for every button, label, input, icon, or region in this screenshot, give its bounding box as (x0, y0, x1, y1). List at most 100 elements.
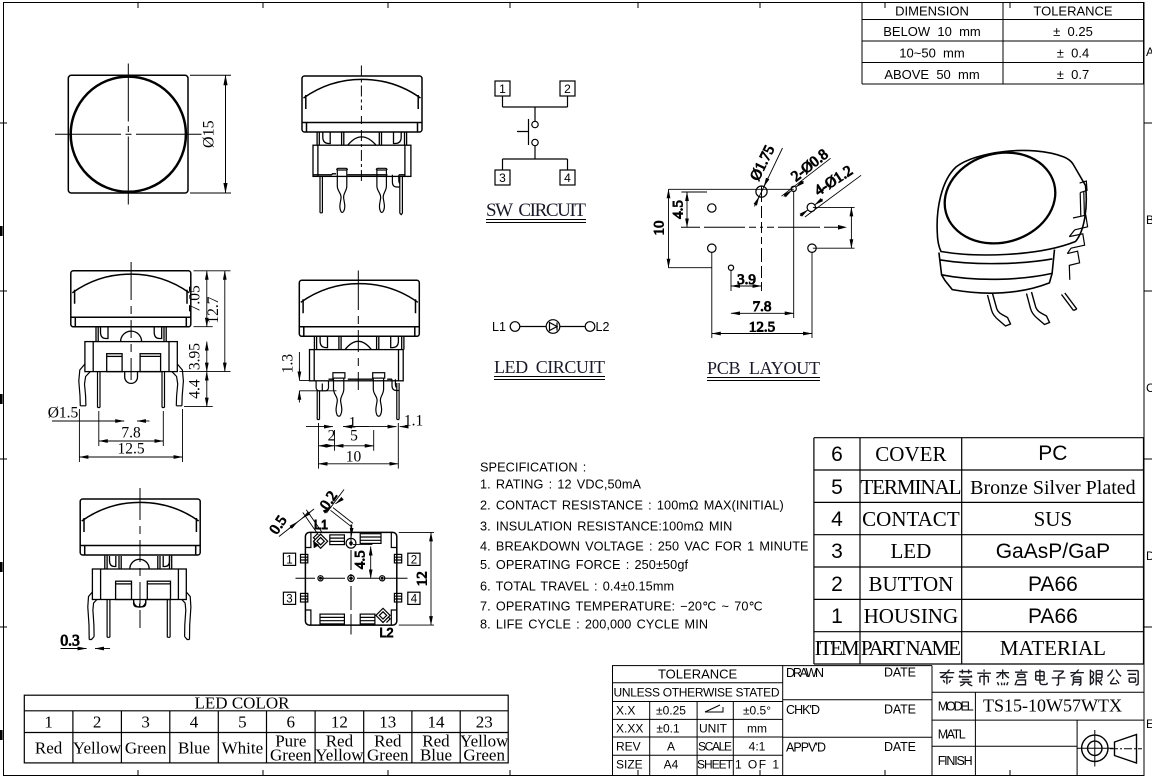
svg-text:0.2: 0.2 (317, 489, 341, 513)
svg-text:GaAsP/GaP: GaAsP/GaP (996, 540, 1110, 563)
svg-text:10~50 mm: 10~50 mm (899, 46, 964, 61)
svg-text:10: 10 (346, 449, 362, 466)
svg-text:6: 6 (287, 713, 296, 732)
svg-text:Yellow: Yellow (460, 732, 509, 751)
svg-text:PART NAME: PART NAME (861, 636, 961, 660)
svg-text:Green: Green (270, 746, 312, 765)
svg-text:HOUSING: HOUSING (864, 604, 959, 628)
svg-text:3: 3 (831, 540, 843, 563)
svg-text:±0.5°: ±0.5° (743, 704, 771, 718)
svg-text:Yellow: Yellow (73, 739, 122, 758)
svg-text:Green: Green (125, 739, 167, 758)
svg-text:1: 1 (831, 605, 843, 628)
svg-text:4.4: 4.4 (187, 379, 204, 399)
svg-text:1: 1 (44, 713, 53, 732)
svg-text:BELOW 10 mm: BELOW 10 mm (883, 24, 981, 39)
svg-text:± 0.25: ± 0.25 (1053, 24, 1093, 39)
svg-text:LED COLOR: LED COLOR (195, 693, 291, 712)
svg-text:A: A (1146, 45, 1152, 59)
svg-text:1.3: 1.3 (280, 354, 297, 374)
svg-text:DIMENSION: DIMENSION (895, 4, 969, 19)
svg-text:5: 5 (350, 428, 358, 445)
svg-text:SPECIFICATION :: SPECIFICATION : (480, 461, 586, 475)
svg-text:2: 2 (564, 82, 571, 96)
svg-text:Red: Red (326, 732, 354, 751)
svg-text:6. TOTAL TRAVEL : 0.4±0.15mm: 6. TOTAL TRAVEL : 0.4±0.15mm (480, 580, 674, 594)
svg-text:L2: L2 (596, 320, 610, 334)
svg-text:4: 4 (190, 713, 199, 732)
svg-text:LED CIRCUIT: LED CIRCUIT (494, 357, 605, 377)
svg-text:4: 4 (831, 508, 843, 531)
svg-text:X.X: X.X (616, 704, 635, 718)
svg-text:TERMINAL: TERMINAL (860, 475, 961, 499)
svg-text:Red: Red (422, 732, 450, 751)
svg-text:1. RATING : 12 VDC,50mA: 1. RATING : 12 VDC,50mA (480, 478, 642, 492)
svg-text:Ø15: Ø15 (201, 120, 218, 148)
svg-text:0.3: 0.3 (60, 633, 80, 650)
svg-text:L1: L1 (314, 518, 328, 532)
svg-text:± 0.7: ± 0.7 (1057, 67, 1089, 82)
svg-text:4.5: 4.5 (671, 200, 687, 219)
svg-text:7.05: 7.05 (187, 285, 204, 312)
svg-text:LED: LED (890, 539, 931, 563)
svg-text:0.5: 0.5 (267, 513, 291, 537)
svg-text:± 0.4: ± 0.4 (1057, 46, 1089, 61)
svg-text:TOLERANCE: TOLERANCE (1033, 4, 1113, 19)
svg-text:TS15-10W57WTX: TS15-10W57WTX (983, 696, 1122, 716)
svg-text:4.5: 4.5 (352, 550, 368, 569)
svg-text:3: 3 (499, 171, 506, 185)
svg-text:±0.1: ±0.1 (656, 721, 680, 735)
svg-text:CONTACT: CONTACT (862, 507, 960, 531)
svg-text:MODEL: MODEL (938, 700, 974, 714)
svg-text:1.1: 1.1 (404, 413, 423, 430)
svg-text:TOLERANCE: TOLERANCE (658, 667, 738, 682)
svg-text:L2: L2 (380, 626, 394, 640)
svg-text:1 OF 1: 1 OF 1 (735, 757, 779, 771)
svg-text:FINISH: FINISH (938, 754, 973, 768)
svg-text:L1: L1 (492, 320, 506, 334)
svg-text:7. OPERATING TEMPERATURE: −20: 7. OPERATING TEMPERATURE: −20℃ ~ 70℃ (480, 600, 763, 614)
svg-text:White: White (222, 739, 264, 758)
svg-text:PC: PC (1038, 442, 1067, 465)
svg-text:ABOVE 50 mm: ABOVE 50 mm (884, 67, 979, 82)
svg-text:4. BREAKDOWN VOLTAGE : 250 VA: 4. BREAKDOWN VOLTAGE : 250 VAC FOR 1 MIN… (480, 540, 809, 554)
svg-text:PA66: PA66 (1028, 605, 1078, 628)
svg-text:APPV'D: APPV'D (786, 741, 826, 755)
svg-text:5. OPERATING FORCE : 250±50gf: 5. OPERATING FORCE : 250±50gf (480, 558, 688, 572)
svg-text:Ø1.5: Ø1.5 (48, 405, 79, 422)
svg-text:Red: Red (374, 732, 402, 751)
svg-text:mm: mm (747, 721, 767, 735)
svg-text:±0.25: ±0.25 (656, 704, 686, 718)
svg-text:SW CIRCUIT: SW CIRCUIT (486, 200, 586, 221)
svg-text:COVER: COVER (875, 442, 946, 466)
svg-text:5: 5 (831, 476, 843, 499)
svg-text:14: 14 (428, 713, 446, 732)
svg-text:Ø1.75: Ø1.75 (748, 143, 779, 183)
svg-text:MATL: MATL (938, 728, 966, 742)
svg-text:13: 13 (379, 713, 396, 732)
svg-text:12: 12 (331, 713, 348, 732)
svg-text:3. INSULATION RESISTANCE:100mΩ: 3. INSULATION RESISTANCE:100mΩ MIN (480, 519, 732, 533)
svg-text:A4: A4 (664, 757, 679, 771)
svg-text:BUTTON: BUTTON (869, 572, 954, 596)
svg-text:REV: REV (616, 739, 641, 753)
svg-text:D: D (1146, 549, 1152, 563)
svg-text:4:1: 4:1 (749, 739, 766, 753)
svg-text:5: 5 (238, 713, 247, 732)
svg-text:2: 2 (328, 428, 336, 445)
svg-text:4: 4 (564, 171, 571, 185)
svg-text:PA66: PA66 (1028, 573, 1078, 596)
svg-text:A: A (667, 739, 675, 753)
svg-text:1: 1 (349, 415, 357, 432)
svg-text:7.8: 7.8 (753, 299, 772, 315)
svg-text:3.9: 3.9 (737, 272, 756, 288)
svg-text:10: 10 (652, 221, 668, 236)
svg-text:B: B (1146, 213, 1152, 227)
svg-text:ITEM: ITEM (815, 636, 860, 660)
svg-text:1: 1 (499, 82, 506, 96)
svg-text:SIZE: SIZE (616, 757, 643, 771)
svg-text:UNIT: UNIT (699, 721, 728, 735)
svg-text:8. LIFE CYCLE : 200,000 CYCLE: 8. LIFE CYCLE : 200,000 CYCLE MIN (480, 617, 708, 631)
svg-text:12.5: 12.5 (749, 320, 775, 336)
svg-text:Pure: Pure (275, 732, 306, 751)
